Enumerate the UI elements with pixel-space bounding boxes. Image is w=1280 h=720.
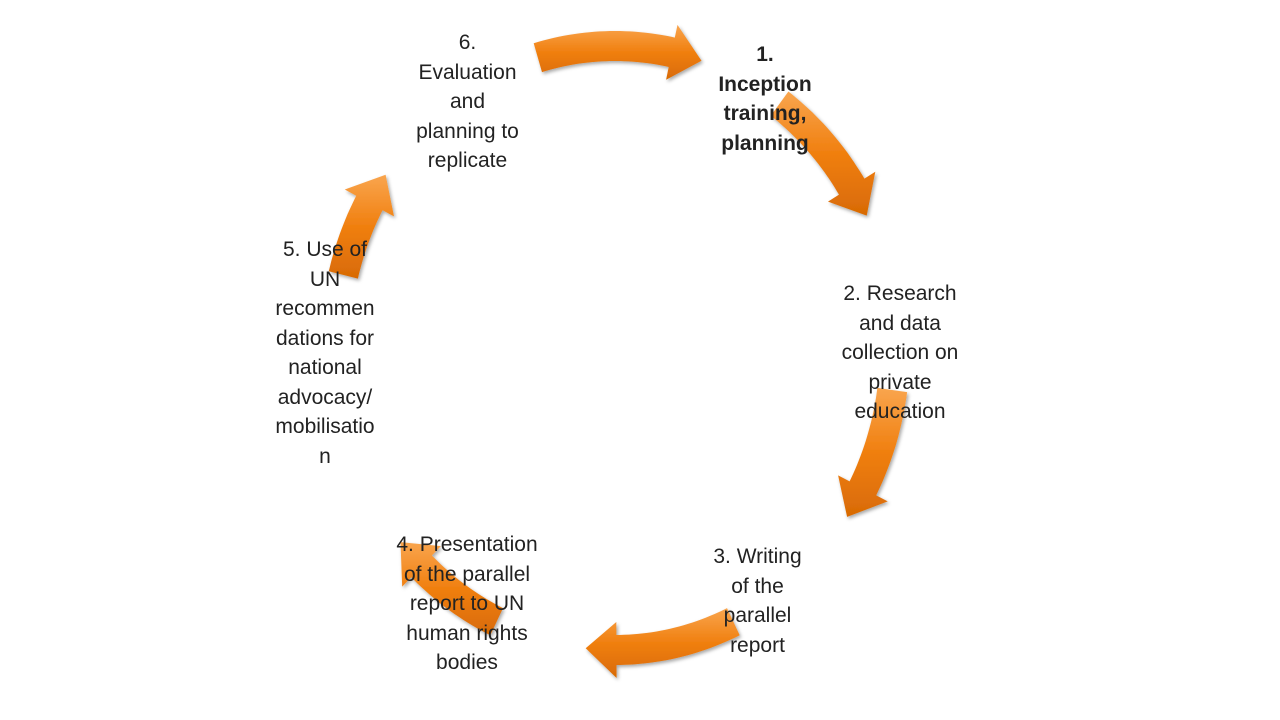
step-5-line: recommen	[275, 297, 375, 320]
step-5-line: dations for	[275, 326, 375, 350]
step-6-line: replicate	[427, 149, 508, 172]
arrow-1-to-2	[770, 91, 876, 216]
step-2-line: and data	[859, 311, 941, 335]
step-1-line: Inception	[718, 72, 812, 96]
step-1-line: planning	[721, 131, 809, 155]
step-4-line: of the parallel	[403, 562, 531, 586]
step-2-research: 2. Research and data collection on priva…	[815, 279, 985, 427]
step-2-line: education	[854, 400, 946, 423]
step-3-writing: 3. Writing of the parallel report	[685, 542, 830, 660]
step-2-line: private	[868, 370, 932, 394]
step-4-line: bodies	[436, 651, 498, 674]
step-5-line: 5. Use of	[282, 238, 368, 261]
arrow-4-to-5	[400, 542, 503, 636]
step-3-line: of the	[731, 574, 784, 598]
step-4-line: 4. Presentation	[396, 533, 538, 556]
step-5-line: advocacy/	[277, 385, 373, 409]
step-5-line: UN	[309, 267, 341, 291]
step-4-line: report to UN	[409, 592, 525, 615]
step-6-line: and	[449, 90, 486, 113]
step-3-line: parallel	[723, 604, 792, 627]
step-6-line: 6.	[458, 31, 477, 54]
step-6-evaluation: 6. Evaluation and planning to replicate	[390, 28, 545, 176]
arrow-2-to-3	[838, 387, 908, 517]
step-2-line: collection on	[841, 341, 959, 364]
step-3-line: report	[730, 633, 785, 657]
step-5-line: national	[288, 356, 362, 379]
step-6-line: planning to	[416, 119, 519, 143]
step-5-line: mobilisatio	[275, 415, 375, 438]
step-1-line: 1.	[756, 43, 774, 66]
step-1-inception: 1. Inception training, planning	[690, 40, 840, 158]
step-2-line: 2. Research	[843, 282, 957, 305]
step-5-use-of-un-recommendations: 5. Use of UN recommen dations for nation…	[255, 235, 395, 471]
step-4-presentation: 4. Presentation of the parallel report t…	[372, 530, 562, 678]
arrow-5-to-6	[328, 174, 394, 279]
step-4-line: human rights	[406, 621, 528, 645]
arrow-3-to-4	[585, 608, 740, 678]
step-5-line: n	[319, 444, 331, 468]
step-1-line: training,	[723, 102, 807, 125]
step-3-line: 3. Writing	[713, 545, 802, 568]
step-6-line: Evaluation	[418, 60, 517, 84]
arrow-6-to-1	[533, 24, 702, 80]
